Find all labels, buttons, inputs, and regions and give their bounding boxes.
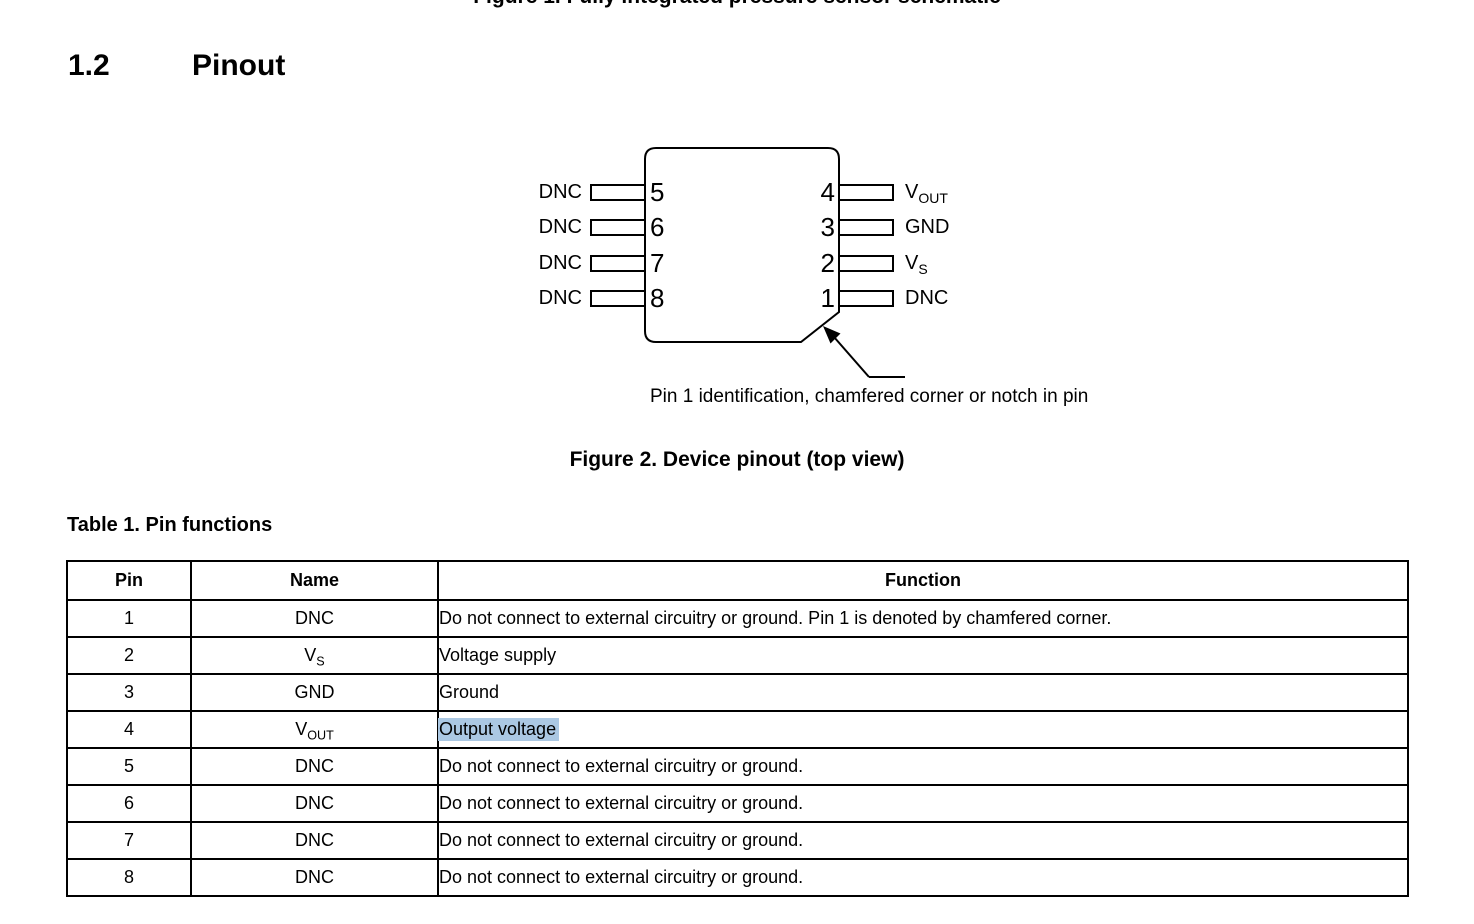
pin-box-6: [590, 219, 646, 236]
name-base: DNC: [295, 830, 334, 850]
chip-body: [644, 147, 840, 343]
cell-function: Do not connect to external circuitry or …: [437, 821, 1409, 860]
function-text: Do not connect to external circuitry or …: [439, 756, 804, 776]
function-text: Do not connect to external circuitry or …: [439, 867, 804, 887]
cell-pin: 6: [66, 784, 192, 823]
name-sub: OUT: [307, 728, 334, 743]
section-number: 1.2: [68, 49, 110, 82]
table-row: 6 DNC Do not connect to external circuit…: [66, 784, 1409, 823]
function-text: Do not connect to external circuitry or …: [439, 793, 804, 813]
table-row: 1 DNC Do not connect to external circuit…: [66, 599, 1409, 638]
pin6-label: DNC: [538, 216, 582, 238]
pin2-label: VS: [905, 250, 928, 276]
pin1-label-base: DNC: [905, 287, 949, 309]
cell-pin: 2: [66, 636, 192, 675]
cell-name: DNC: [190, 784, 439, 823]
pin1-number: 1: [820, 283, 835, 313]
table-header-row: Pin Name Function: [66, 560, 1409, 601]
pin5-number: 5: [650, 177, 665, 207]
name-base: DNC: [295, 867, 334, 887]
cell-name: VS: [190, 636, 439, 675]
cell-pin: 1: [66, 599, 192, 638]
pin-box-2: [838, 255, 894, 272]
pin4-label: VOUT: [905, 179, 948, 205]
function-text-selected: Output voltage: [438, 718, 560, 741]
name-base: V: [295, 719, 308, 739]
pin-box-1: [838, 290, 894, 307]
figure2-caption: Figure 2. Device pinout (top view): [569, 448, 905, 471]
cell-function: Do not connect to external circuitry or …: [437, 784, 1409, 823]
pin4-number: 4: [820, 177, 835, 207]
pin7-number: 7: [650, 248, 665, 278]
function-text: Voltage supply: [439, 645, 557, 665]
pin4-label-base: V: [905, 181, 919, 203]
pin4-label-sub: OUT: [918, 190, 948, 206]
cell-pin: 5: [66, 747, 192, 786]
cell-pin: 4: [66, 710, 192, 749]
table-row: 3 GND Ground: [66, 673, 1409, 712]
cell-function: Do not connect to external circuitry or …: [437, 599, 1409, 638]
cell-pin: 3: [66, 673, 192, 712]
cell-name: VOUT: [190, 710, 439, 749]
table-row: 5 DNC Do not connect to external circuit…: [66, 747, 1409, 786]
figure1-caption-clipped: Figure 1. Fully integrated pressure sens…: [0, 0, 1474, 9]
cell-name: DNC: [190, 858, 439, 897]
cell-name: DNC: [190, 821, 439, 860]
pin-functions-table: Pin Name Function 1 DNC Do not connect t…: [66, 560, 1409, 897]
name-base: DNC: [295, 793, 334, 813]
name-base: DNC: [295, 756, 334, 776]
name-base: DNC: [295, 608, 334, 628]
pin1-label: DNC: [905, 285, 948, 311]
table-title: Table 1. Pin functions: [67, 514, 273, 536]
cell-pin: 7: [66, 821, 192, 860]
pin3-number: 3: [820, 212, 835, 242]
cell-name: GND: [190, 673, 439, 712]
pin2-label-sub: S: [918, 261, 928, 277]
header-pin: Pin: [66, 560, 192, 601]
table-row: 4 VOUT Output voltage: [66, 710, 1409, 749]
pin-box-5: [590, 184, 646, 201]
pin-box-7: [590, 255, 646, 272]
cell-function: Ground: [437, 673, 1409, 712]
pin-box-8: [590, 290, 646, 307]
pin6-number: 6: [650, 212, 665, 242]
function-text: Ground: [439, 682, 500, 702]
pin3-label: GND: [905, 214, 949, 240]
cell-name: DNC: [190, 747, 439, 786]
cell-function: Voltage supply: [437, 636, 1409, 675]
function-text: Do not connect to external circuitry or …: [439, 608, 1112, 628]
header-name: Name: [190, 560, 439, 601]
pin8-number: 8: [650, 283, 665, 313]
header-function: Function: [437, 560, 1409, 601]
cell-function: Output voltage: [437, 710, 1409, 749]
table-row: 2 VS Voltage supply: [66, 636, 1409, 675]
table-row: 7 DNC Do not connect to external circuit…: [66, 821, 1409, 860]
pin8-label: DNC: [538, 287, 582, 309]
cell-function: Do not connect to external circuitry or …: [437, 858, 1409, 897]
cell-function: Do not connect to external circuitry or …: [437, 747, 1409, 786]
section-title: Pinout: [192, 49, 286, 82]
pin2-number: 2: [820, 248, 835, 278]
chamfer-arrowhead-icon: [823, 326, 841, 344]
pin-box-4: [838, 184, 894, 201]
pinout-diagram: [590, 147, 905, 378]
pin3-label-base: GND: [905, 216, 950, 238]
name-base: GND: [294, 682, 335, 702]
cell-name: DNC: [190, 599, 439, 638]
function-text: Do not connect to external circuitry or …: [439, 830, 804, 850]
pin2-label-base: V: [905, 252, 919, 274]
pin-box-3: [838, 219, 894, 236]
pin7-label: DNC: [538, 252, 582, 274]
pin5-label: DNC: [538, 181, 582, 203]
chamfer-arrow-shaft: [833, 336, 870, 378]
pin1-identification-note: Pin 1 identification, chamfered corner o…: [650, 386, 1089, 407]
table-row: 8 DNC Do not connect to external circuit…: [66, 858, 1409, 897]
name-sub: S: [316, 654, 325, 669]
cell-pin: 8: [66, 858, 192, 897]
name-base: V: [304, 645, 317, 665]
